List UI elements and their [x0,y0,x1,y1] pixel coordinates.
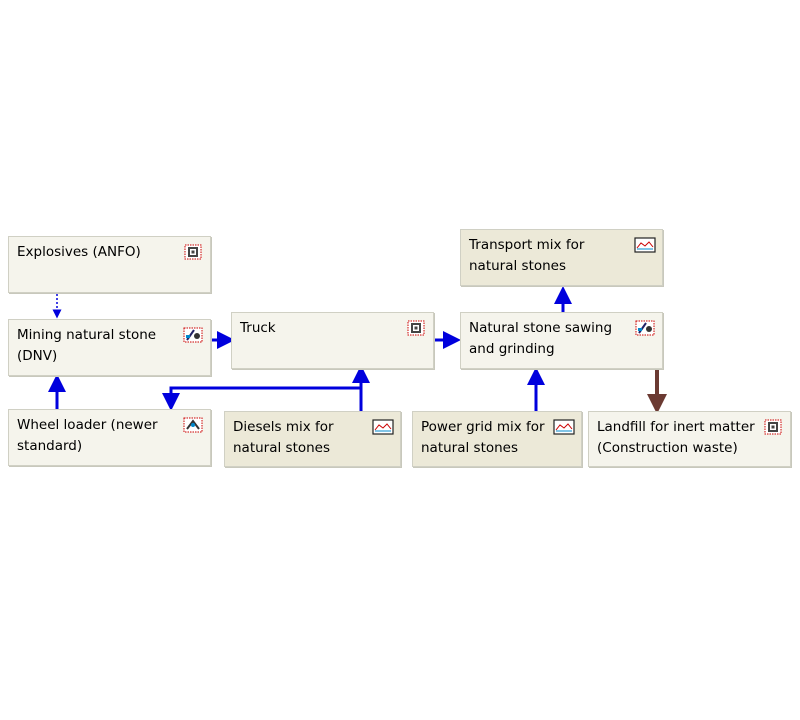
node-sawing-grinding[interactable]: Natural stone sawing and grinding [460,312,663,369]
node-label: Mining natural stone (DNV) [17,327,157,364]
node-label: Transport mix for natural stones [469,237,585,274]
node-label: Explosives (ANFO) [17,244,141,260]
node-label: Natural stone sawing and grinding [469,320,613,357]
node-label: Truck [240,320,276,336]
arrow-diesels-to-wheelloader [162,386,361,411]
node-wheel-loader[interactable]: Wheel loader (newer standard) [8,409,211,466]
node-label: Landfill for inert matter (Construction … [597,419,755,456]
node-power-grid-mix[interactable]: Power grid mix for natural stones [412,411,582,467]
unit-process-icon [764,419,782,435]
node-label: Diesels mix for natural stones [233,419,334,456]
node-transport-mix[interactable]: Transport mix for natural stones [460,229,663,286]
node-diesels-mix[interactable]: Diesels mix for natural stones [224,411,401,467]
node-mining[interactable]: Mining natural stone (DNV) [8,319,211,376]
unit-process-icon [184,244,202,260]
node-landfill[interactable]: Landfill for inert matter (Construction … [588,411,791,467]
node-truck[interactable]: Truck [231,312,434,369]
process-group-icon [183,327,203,343]
machine-icon [183,417,203,433]
node-label: Wheel loader (newer standard) [17,417,158,454]
mix-chart-icon [372,419,394,435]
mix-chart-icon [553,419,575,435]
process-group-icon [635,320,655,336]
mix-chart-icon [634,237,656,253]
node-explosives[interactable]: Explosives (ANFO) [8,236,211,293]
unit-process-icon [407,320,425,336]
node-label: Power grid mix for natural stones [421,419,545,456]
